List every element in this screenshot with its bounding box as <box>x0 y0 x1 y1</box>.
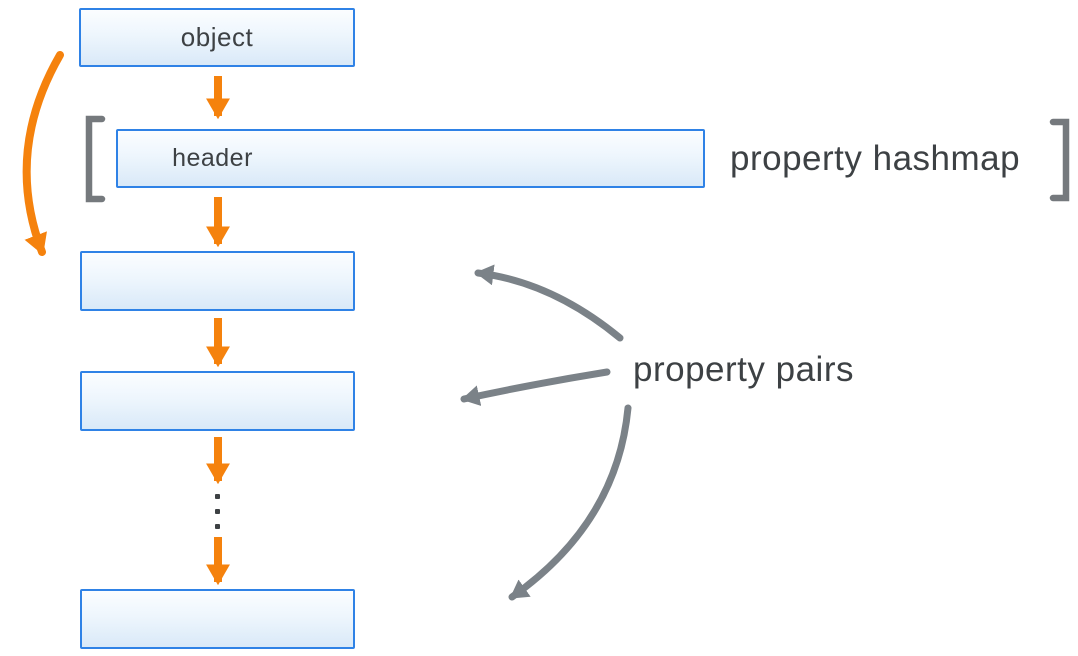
right-bracket <box>1049 118 1070 202</box>
property-pairs-label: property pairs <box>633 350 854 389</box>
hashmap-label: property hashmap <box>730 139 1021 178</box>
object-box-label: object <box>180 22 254 52</box>
ellipsis-dot-3 <box>215 524 220 529</box>
pairs-arrow-to-pair3 <box>508 404 632 601</box>
property-pair-box-3 <box>80 589 355 649</box>
ellipsis-dot-1 <box>215 494 220 499</box>
left-bracket <box>85 115 106 203</box>
header-cell-label: header <box>172 144 253 172</box>
object-box: object <box>79 8 355 67</box>
curved-arrow-object-to-pairs <box>22 51 64 256</box>
ellipsis-dot-2 <box>215 509 220 514</box>
pairs-arrow-to-pair2 <box>460 368 611 406</box>
hashmap-header-box: header <box>116 129 705 188</box>
property-pair-box-1 <box>80 251 355 311</box>
pairs-arrow-to-pair1 <box>474 264 624 342</box>
property-pair-box-2 <box>80 371 355 431</box>
